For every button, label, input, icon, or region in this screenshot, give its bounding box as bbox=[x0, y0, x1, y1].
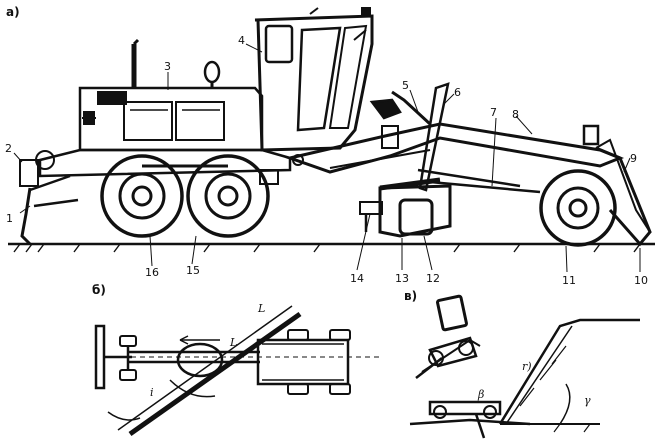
panel-label-a: а) bbox=[6, 5, 20, 19]
callout-labels: 1 2 3 4 5 6 7 8 9 10 11 12 13 14 15 16 bbox=[5, 34, 648, 287]
rear-wheel-1 bbox=[100, 154, 184, 238]
slope-embankment bbox=[498, 318, 640, 425]
callout-2: 2 bbox=[5, 142, 12, 155]
callout-16: 16 bbox=[145, 266, 159, 279]
slope-label-gamma: γ bbox=[584, 394, 591, 407]
callout-5: 5 bbox=[402, 79, 409, 92]
cab bbox=[254, 14, 374, 152]
callout-9: 9 bbox=[630, 152, 637, 165]
lift-cylinder bbox=[418, 82, 450, 192]
slope-label-r: r) bbox=[522, 360, 532, 373]
callout-1: 1 bbox=[6, 212, 13, 225]
callout-4: 4 bbox=[238, 34, 245, 47]
callout-15: 15 bbox=[186, 264, 200, 277]
plan-label-angle: i bbox=[150, 386, 154, 399]
callout-6: 6 bbox=[454, 86, 461, 99]
plan-blade bbox=[128, 311, 302, 437]
callout-leaders bbox=[13, 43, 641, 273]
slope-label-beta: β bbox=[477, 388, 484, 401]
panel-label-b: б) bbox=[92, 283, 106, 297]
callout-14: 14 bbox=[350, 272, 364, 285]
moldboard bbox=[378, 184, 452, 238]
plan-label-l1: L bbox=[257, 302, 265, 315]
front-dozer bbox=[595, 146, 652, 247]
slope-view bbox=[409, 294, 640, 439]
callout-13: 13 bbox=[395, 272, 409, 285]
plan-label-l2: L bbox=[229, 336, 237, 349]
plan-view bbox=[94, 305, 380, 437]
ground-hatching bbox=[13, 243, 641, 253]
callout-12: 12 bbox=[426, 272, 440, 285]
rear-wheel-2 bbox=[186, 154, 270, 238]
panel-label-c: в) bbox=[404, 289, 417, 303]
front-wheel bbox=[539, 169, 617, 247]
rear-ripper bbox=[20, 187, 32, 246]
callout-11: 11 bbox=[562, 274, 576, 287]
main-frame bbox=[284, 122, 625, 174]
callout-10: 10 bbox=[634, 274, 648, 287]
side-view bbox=[8, 7, 655, 253]
callout-8: 8 bbox=[512, 108, 519, 121]
callout-7: 7 bbox=[490, 106, 497, 119]
callout-3: 3 bbox=[164, 60, 171, 73]
